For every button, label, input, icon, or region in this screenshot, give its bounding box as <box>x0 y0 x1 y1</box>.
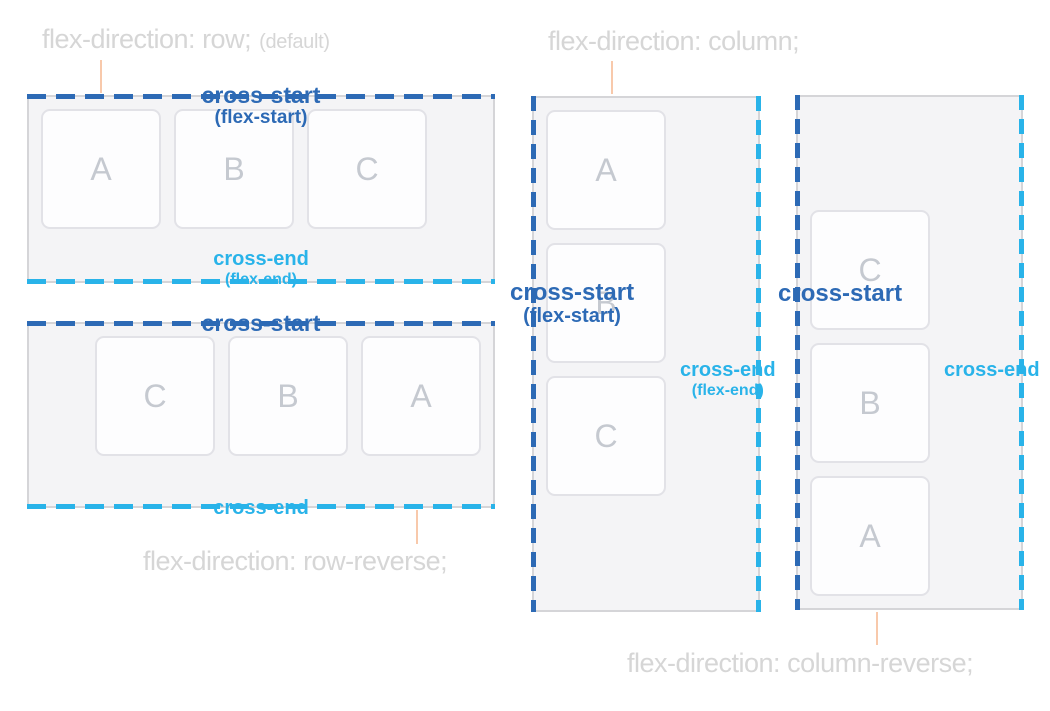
cross-end-edge <box>1019 95 1024 610</box>
flex-item: C <box>95 336 215 456</box>
flex-end-text: (flex-end) <box>691 381 764 399</box>
flex-container-column: A B C cross-start (flex-start) cross-end… <box>510 96 776 612</box>
connector-line-column <box>611 61 613 94</box>
flex-container-row-reverse: C B A cross-start cross-end <box>27 311 495 519</box>
caption-column-text: flex-direction: column; <box>548 26 800 56</box>
caption-row: flex-direction: row; (default) <box>42 24 330 55</box>
flex-container-row: A B C cross-start (flex-start) cross-end… <box>27 83 495 288</box>
flex-container-column-reverse: C B A cross-start cross-end <box>778 95 1040 610</box>
flex-start-text: (flex-start) <box>523 304 621 327</box>
caption-row-reverse: flex-direction: row-reverse; <box>143 546 448 577</box>
caption-column: flex-direction: column; <box>548 26 800 57</box>
cross-end-text: cross-end <box>944 359 1040 381</box>
flex-item: C <box>546 376 666 496</box>
cross-end-edge <box>756 96 761 612</box>
flex-item: A <box>546 110 666 230</box>
cross-start-label: cross-start <box>778 281 902 307</box>
flex-item-letter: B <box>223 150 245 187</box>
cross-start-label: cross-start <box>202 311 321 336</box>
cross-start-edge <box>531 96 536 612</box>
caption-row-text: flex-direction: row; <box>42 24 252 54</box>
flex-start-text: (flex-start) <box>214 106 308 128</box>
flex-item: B <box>546 243 666 363</box>
cross-end-label: cross-end (flex-end) <box>680 359 776 399</box>
flex-item: A <box>41 109 161 229</box>
flex-item: B <box>228 336 348 456</box>
flex-item-letter: B <box>277 377 299 414</box>
cross-start-text: cross-start <box>510 279 635 306</box>
flex-item-letter: B <box>859 384 881 421</box>
cross-end-label: cross-end (flex-end) <box>213 248 309 288</box>
flex-item-letter: C <box>594 417 618 454</box>
flex-item-letter: A <box>410 377 432 414</box>
cross-end-text: cross-end <box>213 497 309 519</box>
caption-column-reverse: flex-direction: column-reverse; <box>627 648 974 679</box>
flex-item: B <box>810 343 930 463</box>
connector-line-row-reverse <box>416 510 418 544</box>
cross-start-label: cross-start (flex-start) <box>202 83 321 128</box>
flex-item-letter: A <box>90 150 112 187</box>
flex-end-text: (flex-end) <box>225 270 297 288</box>
flex-item-letter: A <box>859 517 881 554</box>
flex-item-letter: C <box>858 251 882 288</box>
flex-item: A <box>810 476 930 596</box>
cross-end-label: cross-end <box>213 497 309 520</box>
flex-item: C <box>810 210 930 330</box>
flex-item-letter: C <box>143 377 167 414</box>
cross-end-text: cross-end <box>680 359 776 381</box>
caption-column-reverse-text: flex-direction: column-reverse; <box>627 648 974 678</box>
connector-line-row <box>100 60 102 93</box>
connector-line-column-reverse <box>876 612 878 645</box>
flex-item-letter: C <box>355 150 379 187</box>
cross-end-label: cross-end <box>944 359 1040 382</box>
cross-start-text: cross-start <box>778 280 903 307</box>
caption-row-note: (default) <box>259 31 330 53</box>
flex-item: C <box>307 109 427 229</box>
cross-start-text: cross-start <box>201 82 321 108</box>
cross-start-text: cross-start <box>201 310 321 336</box>
cross-start-edge <box>795 95 800 610</box>
flex-item: A <box>361 336 481 456</box>
cross-start-label: cross-start (flex-start) <box>510 280 634 328</box>
flex-item-letter: A <box>595 151 617 188</box>
flex-item: B <box>174 109 294 229</box>
flex-item-letter: B <box>595 284 617 321</box>
cross-end-text: cross-end <box>213 248 309 270</box>
caption-row-reverse-text: flex-direction: row-reverse; <box>143 546 448 576</box>
